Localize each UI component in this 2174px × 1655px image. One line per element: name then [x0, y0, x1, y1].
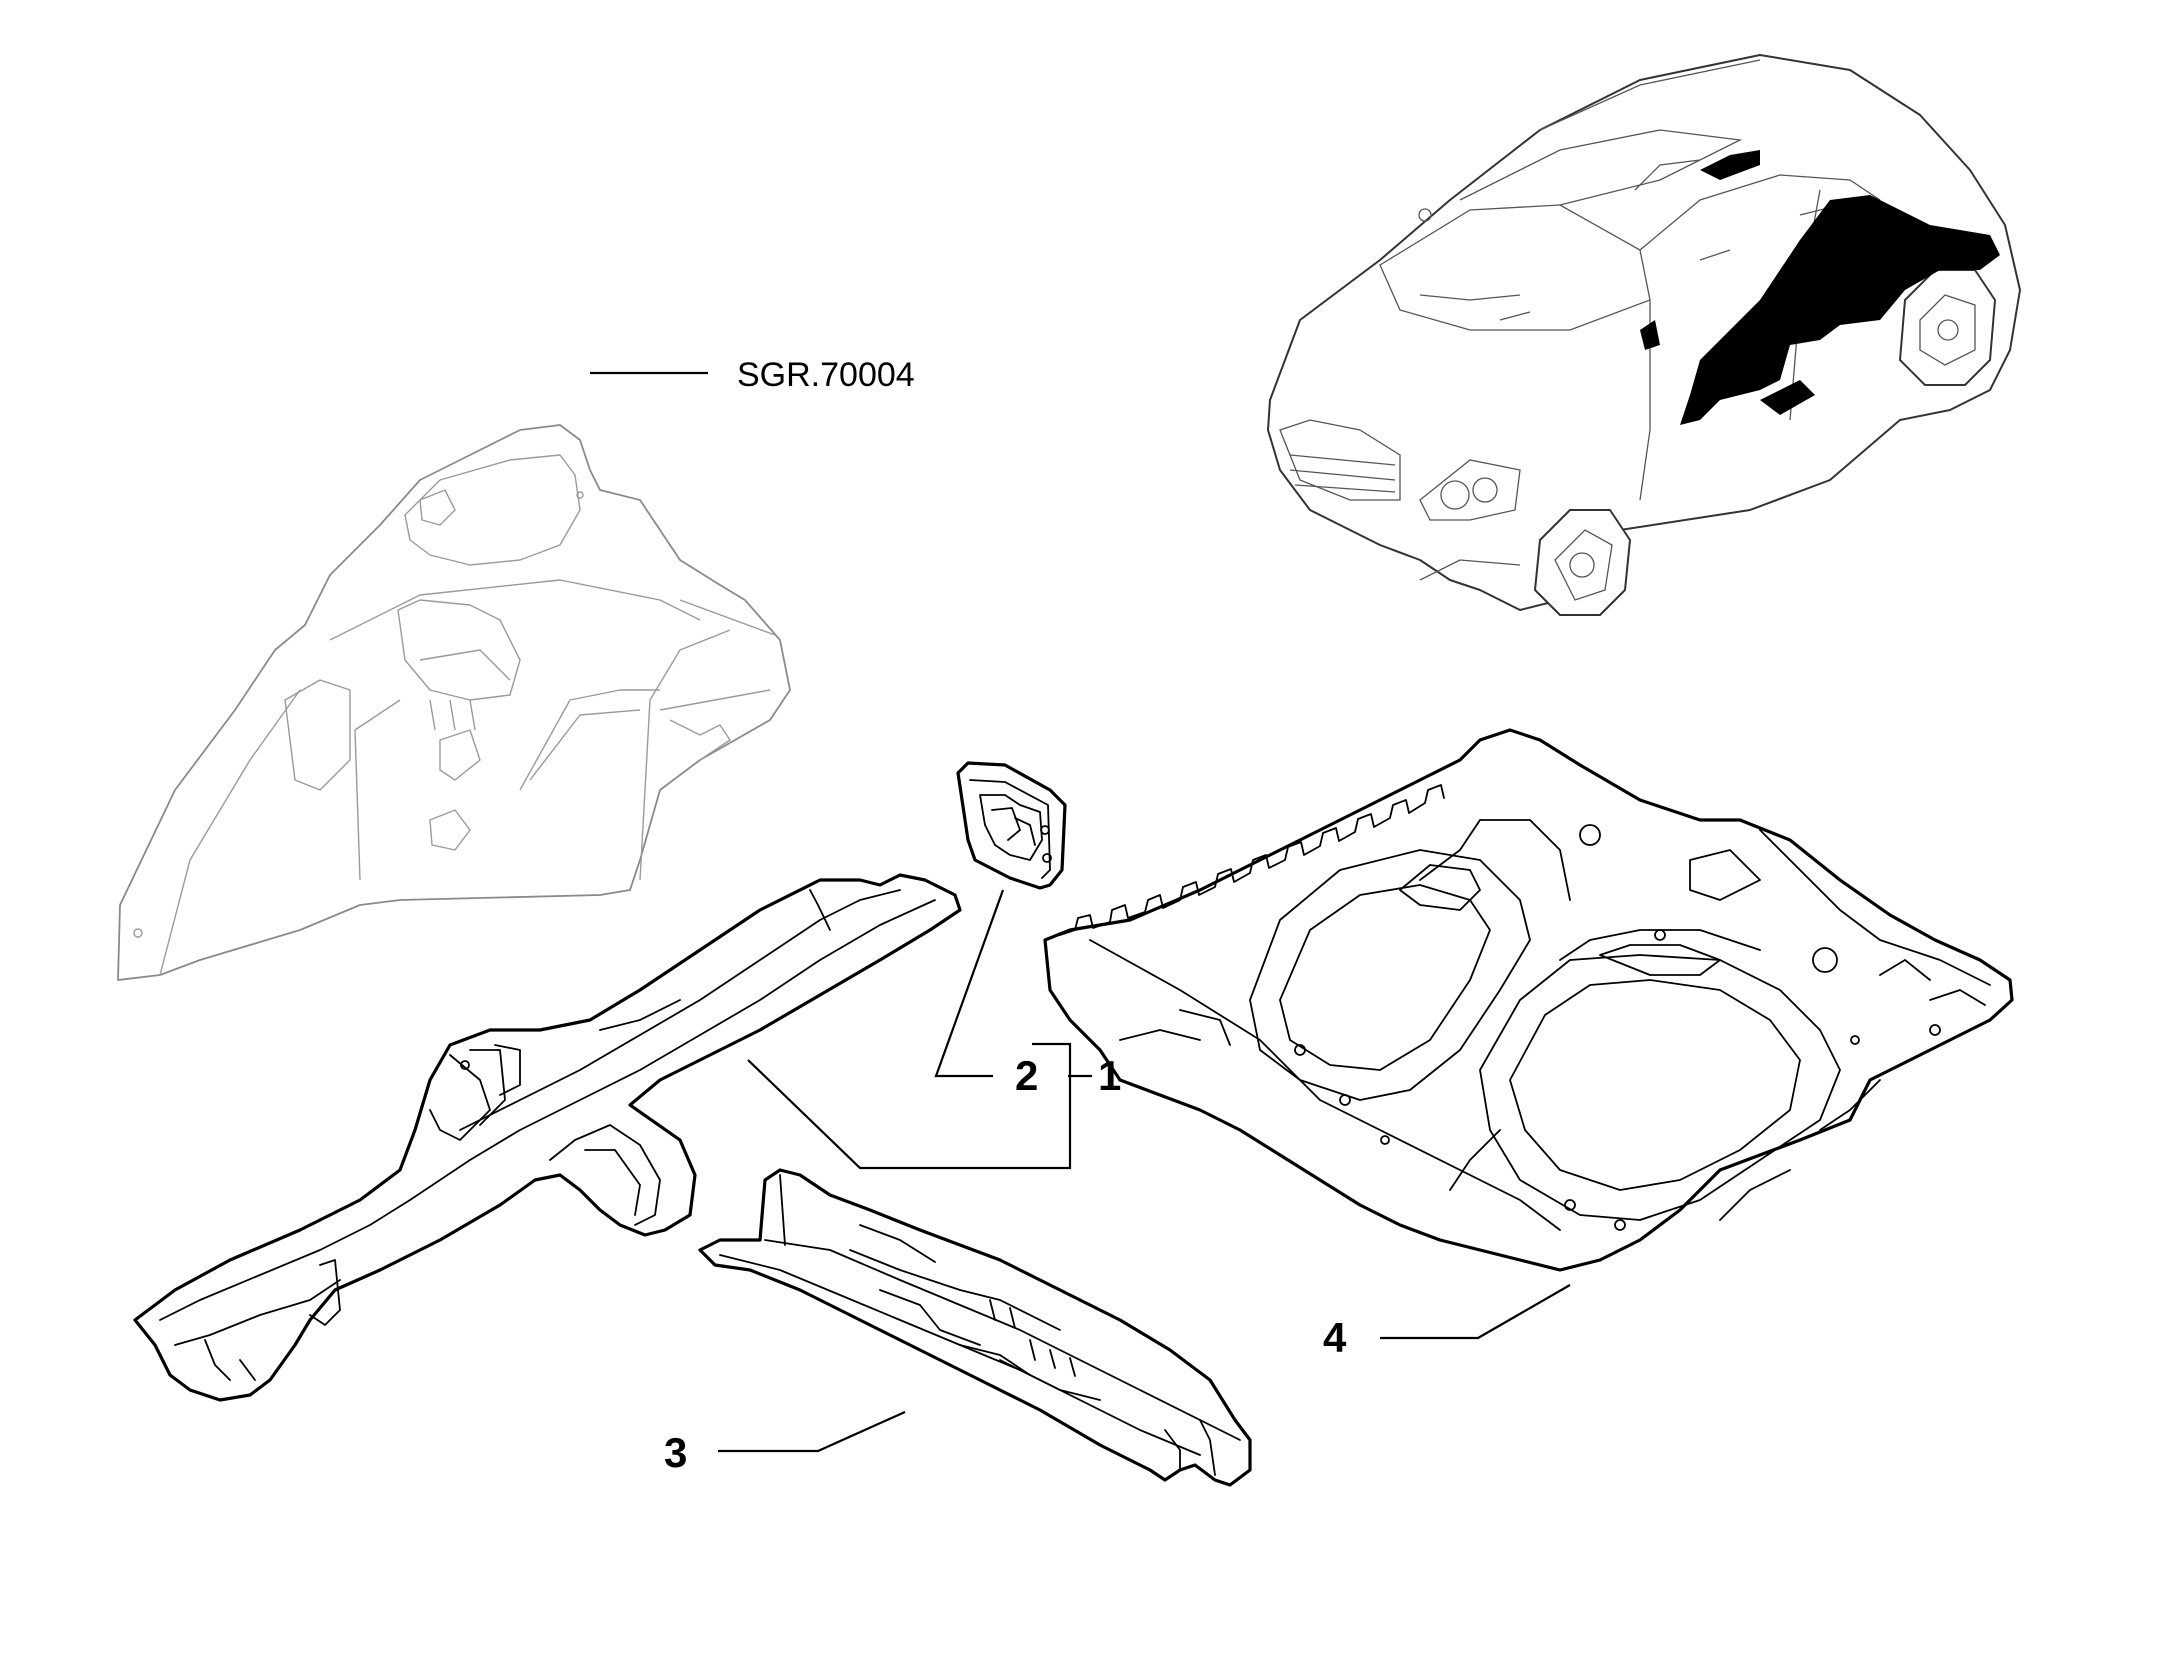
callout-3: 3	[664, 1429, 687, 1476]
reference-assembly-sgr-70004	[117, 424, 791, 981]
car-overview-illustration	[1267, 54, 2021, 616]
part-1-side-member	[133, 873, 962, 1402]
part-4-floor-pan	[1043, 728, 2014, 1272]
callout-4: 4	[1323, 1314, 1347, 1361]
callout-reference-sgr-70004: SGR.70004	[737, 356, 915, 394]
callout-2: 2	[1015, 1052, 1038, 1099]
part-2-bracket	[956, 761, 1067, 890]
callout-1: 1	[1098, 1052, 1121, 1099]
leader-lines	[590, 371, 1571, 1453]
part-3-sill-member	[698, 1168, 1252, 1487]
